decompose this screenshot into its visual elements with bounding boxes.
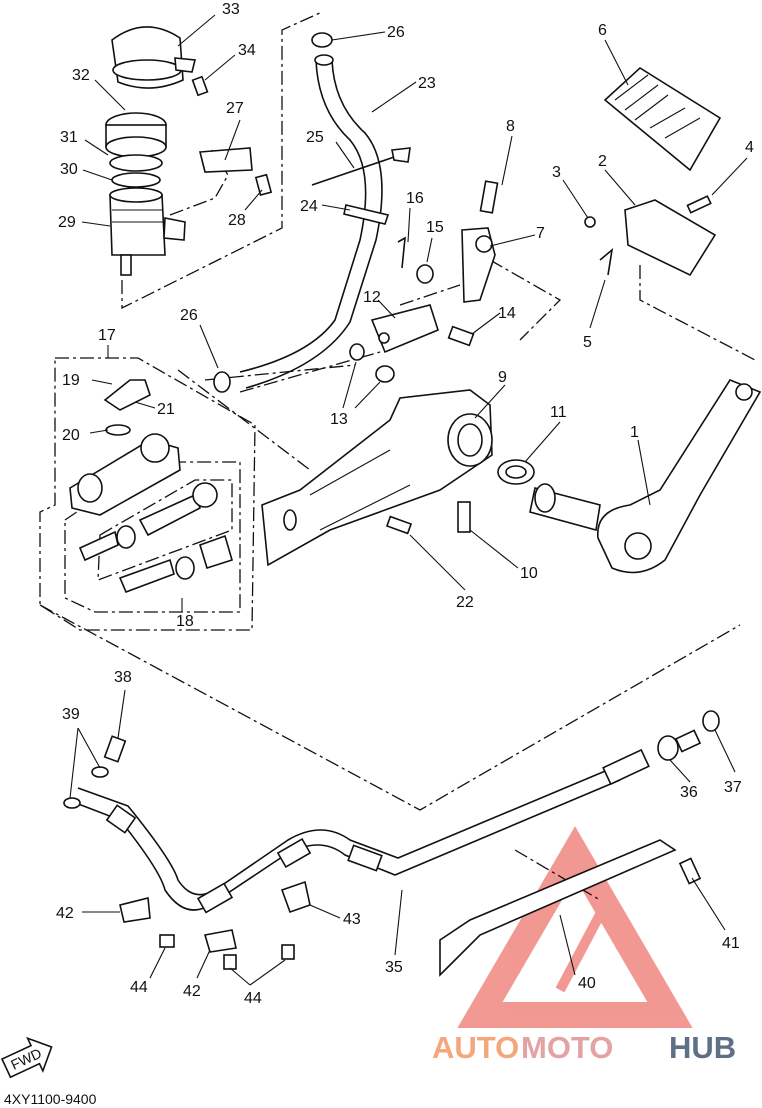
- diagram-code: 4XY1100-9400: [4, 1091, 97, 1107]
- label-42-bottom: 42: [183, 983, 201, 1000]
- watermark-logo-triangle: [457, 826, 693, 1028]
- label-6: 6: [598, 22, 607, 39]
- spring-11-shaft: [497, 459, 601, 532]
- forward-direction-arrow: FWD: [0, 1036, 53, 1079]
- label-33: 33: [222, 1, 240, 18]
- leader-lines: [69, 14, 748, 986]
- label-42-left: 42: [56, 905, 74, 922]
- label-44-left: 44: [130, 979, 148, 996]
- label-17: 17: [98, 327, 116, 344]
- label-9: 9: [498, 369, 507, 386]
- label-26-left: 26: [180, 307, 198, 324]
- label-40: 40: [578, 975, 596, 992]
- clip-3-pin-5-bolt-4: [584, 195, 712, 276]
- label-34: 34: [238, 42, 256, 59]
- plate-31-diaphragm-30: [109, 154, 163, 188]
- label-7: 7: [536, 225, 545, 242]
- part-number-labels: 33 34 32 27 31 30 28 29 26 23 25 24 16 1…: [56, 1, 754, 1007]
- bolt-34: [191, 75, 209, 97]
- label-4: 4: [745, 139, 754, 156]
- label-12: 12: [363, 289, 381, 306]
- bracket-27-bolt-28: [198, 147, 273, 196]
- hose-guide-40-bolt-41: [439, 839, 702, 977]
- label-26-top: 26: [387, 24, 405, 41]
- label-25: 25: [306, 129, 324, 146]
- watermark-hub: HUB: [669, 1030, 736, 1065]
- label-11: 11: [550, 404, 567, 421]
- reservoir-29: [109, 187, 186, 276]
- footrest-bracket-9: [261, 389, 493, 567]
- label-16: 16: [406, 190, 424, 207]
- label-13: 13: [330, 411, 348, 428]
- label-20: 20: [62, 427, 80, 444]
- washer-15-pin-16: [397, 236, 434, 284]
- pedal-cover-6: [603, 66, 722, 172]
- label-31: 31: [60, 129, 78, 146]
- brake-pedal-2: [624, 199, 717, 277]
- label-35: 35: [385, 959, 403, 976]
- piston-kit-18: [78, 482, 233, 594]
- label-27: 27: [226, 100, 244, 117]
- label-39: 39: [62, 706, 80, 723]
- label-15: 15: [426, 219, 444, 236]
- label-19: 19: [62, 372, 80, 389]
- pin-14: [447, 325, 475, 347]
- label-29: 29: [58, 214, 76, 231]
- label-2: 2: [598, 153, 607, 170]
- label-37: 37: [724, 779, 742, 796]
- watermark-auto: AUTO: [432, 1030, 519, 1065]
- label-44-bottom: 44: [244, 990, 262, 1007]
- label-18: 18: [176, 613, 194, 630]
- label-3: 3: [552, 164, 561, 181]
- label-1: 1: [630, 424, 639, 441]
- bolt-36-washer-37-38-39: [63, 710, 720, 809]
- watermark-moto: MOTO: [521, 1030, 613, 1065]
- label-8: 8: [506, 118, 515, 135]
- label-41: 41: [722, 935, 740, 952]
- label-43: 43: [343, 911, 361, 928]
- brake-hose-35: [67, 748, 650, 914]
- watermark-text: AUTO MOTO HUB: [432, 1030, 736, 1065]
- brake-arm-1: [597, 379, 762, 574]
- label-5: 5: [583, 334, 592, 351]
- bolt-8: [479, 180, 499, 214]
- label-21: 21: [157, 401, 175, 418]
- bolt-10-bolt-22: [385, 501, 471, 535]
- label-28: 28: [228, 212, 246, 229]
- label-32: 32: [72, 67, 90, 84]
- label-10: 10: [520, 565, 538, 582]
- clevis-12: [370, 304, 439, 354]
- label-24: 24: [300, 198, 318, 215]
- label-14: 14: [498, 305, 516, 322]
- reservoir-cap-cover-33: [111, 26, 197, 89]
- brake-rod-yoke-7: [461, 227, 496, 303]
- label-22: 22: [456, 594, 474, 611]
- master-cylinder-body: [69, 379, 181, 516]
- assembly-guide-lines: [39, 11, 756, 901]
- bushings-13: [349, 343, 395, 383]
- label-36: 36: [680, 784, 698, 801]
- reservoir-hose-23: [213, 32, 411, 393]
- reservoir-cap-32: [105, 112, 167, 158]
- label-30: 30: [60, 161, 78, 178]
- label-23: 23: [418, 75, 436, 92]
- label-38: 38: [114, 669, 132, 686]
